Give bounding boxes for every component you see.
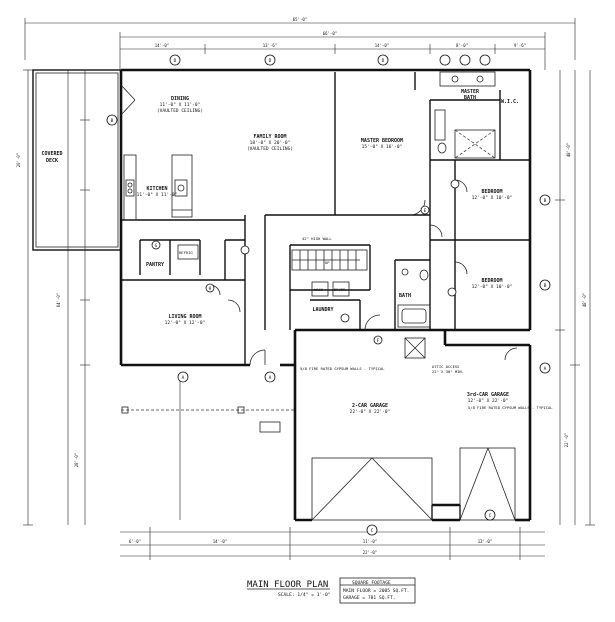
dim-top-seg-4: 8'-0" bbox=[456, 43, 468, 48]
dim-bot-4: 22'-0" bbox=[363, 550, 377, 555]
master-bath-label: MASTER bbox=[461, 89, 480, 95]
bubble-b-1: B bbox=[111, 118, 114, 124]
sqft-garage: GARAGE = 781 SQ.FT. bbox=[343, 595, 396, 601]
covered-deck: COVERED DECK bbox=[32, 69, 122, 251]
dim-top-seg-5: 9'-6" bbox=[514, 43, 526, 48]
bubble-a-1: A bbox=[182, 375, 185, 381]
bubble-d-1: D bbox=[174, 58, 177, 64]
dim-top-seg-1: 14'-0" bbox=[155, 43, 169, 48]
reference-bubbles: A A A B B B C C D D D E F G H bbox=[106, 54, 551, 536]
dim-right-3: 48'-0" bbox=[582, 293, 587, 307]
bubble-c-1: C bbox=[371, 528, 374, 534]
dim-right-2: 22'-0" bbox=[564, 433, 569, 447]
master-bedroom-size: 15'-0" X 16'-0" bbox=[362, 144, 403, 150]
dim-left-3: 28'-0" bbox=[74, 453, 79, 467]
bubble-e: E bbox=[424, 208, 427, 214]
covered-deck-label-2: DECK bbox=[46, 158, 58, 164]
bubble-a-2: A bbox=[269, 375, 272, 381]
kitchen-counters bbox=[123, 154, 193, 221]
dim-right-1: 48'-0" bbox=[566, 143, 571, 157]
garage-3rd-label: 3rd-CAR GARAGE bbox=[467, 392, 509, 398]
refrig-label: REFRIG bbox=[179, 250, 193, 255]
dim-bot-5: 12'-0" bbox=[478, 539, 492, 544]
dim-overall-top: 65'-0" bbox=[293, 17, 307, 22]
bathroom-fixtures bbox=[397, 71, 496, 328]
dim-top-seg-3: 14'-0" bbox=[375, 43, 389, 48]
sqft-header: SQUARE FOOTAGE bbox=[352, 580, 391, 586]
wic-label: W.I.C. bbox=[501, 99, 519, 105]
garage-2car-size: 22'-0" X 22'-0" bbox=[350, 409, 391, 415]
washer-label: WASH bbox=[314, 287, 324, 292]
dim-top-seg-2: 13'-6" bbox=[263, 43, 277, 48]
bubble-f: F bbox=[377, 338, 380, 344]
stair-up-label: UP bbox=[325, 260, 330, 265]
family-room-note: (VAULTED CEILING) bbox=[247, 146, 293, 152]
garage-3rd-note: 5/8 FIRE RATED GYPSUM WALLS - TYPICAL bbox=[468, 405, 553, 410]
dim-bot-2: 14'-0" bbox=[213, 539, 227, 544]
bedroom-2-label: BEDROOM bbox=[481, 278, 502, 284]
stair-wall-note: 42" HIGH WALL bbox=[302, 236, 332, 241]
master-bedroom-label: MASTER BEDROOM bbox=[361, 138, 403, 144]
covered-deck-label: COVERED bbox=[41, 151, 62, 157]
bath-label: BATH bbox=[399, 293, 411, 299]
garage-3rd-size: 12'-0" X 22'-0" bbox=[468, 398, 509, 404]
laundry-fixtures: WASH DRYER REFRIG bbox=[177, 244, 350, 297]
dim-left-2: 64'-0" bbox=[56, 293, 61, 307]
living-room-size: 12'-0" X 12'-0" bbox=[165, 320, 206, 326]
garage-doors bbox=[311, 337, 516, 521]
bubble-b-2: B bbox=[544, 198, 547, 204]
porch-outline bbox=[121, 375, 295, 520]
bubble-g: G bbox=[155, 243, 158, 249]
dining-label: DINING bbox=[171, 96, 189, 102]
bedroom-1-size: 12'-0" X 10'-0" bbox=[472, 195, 513, 201]
dryer-label: DRYER bbox=[334, 287, 346, 292]
bubble-h: H bbox=[209, 286, 212, 292]
top-dimension-lines: 65'-0" 66'-0" 14'-0" 13'-6" 14'-0" 8'-0"… bbox=[24, 17, 576, 70]
bubble-b-3: B bbox=[544, 283, 547, 289]
left-dimension-lines: 20'-0" 64'-0" 28'-0" bbox=[16, 69, 90, 526]
bubble-c-2: C bbox=[489, 513, 492, 519]
attic-size-label: 22" X 30" MIN. bbox=[432, 369, 464, 374]
plan-scale: SCALE: 1/4" = 1'-0" bbox=[278, 592, 331, 598]
exterior-walls bbox=[119, 68, 532, 522]
laundry-label: LAUNDRY bbox=[312, 307, 333, 313]
room-labels: DINING 11'-0" X 11'-0" (VAULTED CEILING)… bbox=[137, 89, 554, 415]
attic-access-label: ATTIC ACCESS bbox=[432, 364, 460, 369]
dim-bot-1: 6'-0" bbox=[129, 539, 141, 544]
family-room-size: 18'-0" X 20'-0" bbox=[250, 140, 291, 146]
dining-note: (VAULTED CEILING) bbox=[157, 108, 203, 114]
garage-2car-label: 2-CAR GARAGE bbox=[352, 403, 388, 409]
title-block: MAIN FLOOR PLAN SCALE: 1/4" = 1'-0" SQUA… bbox=[247, 577, 416, 604]
sqft-main: MAIN FLOOR = 2005 SQ.FT. bbox=[343, 588, 409, 594]
bedroom-1-label: BEDROOM bbox=[481, 189, 502, 195]
pantry-label: PANTRY bbox=[146, 262, 164, 268]
master-bath-label-2: BATH bbox=[464, 95, 476, 101]
dim-top-1: 66'-0" bbox=[323, 31, 337, 36]
dim-bot-3: 11'-0" bbox=[363, 539, 377, 544]
bubble-a-3: A bbox=[544, 366, 547, 372]
garage-fire-note: 5/8 FIRE RATED GYPSUM WALLS - TYPICAL bbox=[300, 366, 385, 371]
dim-left-1: 20'-0" bbox=[16, 153, 21, 167]
right-dimension-lines: 48'-0" 22'-0" 48'-0" bbox=[555, 70, 595, 526]
plan-title: MAIN FLOOR PLAN bbox=[247, 580, 328, 590]
stair: UP 42" HIGH WALL bbox=[291, 236, 368, 271]
dining-size: 11'-0" X 11'-0" bbox=[160, 102, 201, 108]
bottom-dimension-lines: 6'-0" 14'-0" 11'-0" 22'-0" 12'-0" bbox=[120, 527, 545, 560]
family-room-label: FAMILY ROOM bbox=[253, 134, 286, 140]
interior-walls bbox=[121, 72, 530, 365]
bubble-d-2: D bbox=[269, 58, 272, 64]
bubble-d-3: D bbox=[382, 58, 385, 64]
kitchen-size: 11'-0" X 11'-0" bbox=[137, 192, 178, 198]
living-room-label: LIVING ROOM bbox=[168, 314, 201, 320]
kitchen-label: KITCHEN bbox=[146, 186, 167, 192]
bedroom-2-size: 12'-0" X 10'-0" bbox=[472, 284, 513, 290]
